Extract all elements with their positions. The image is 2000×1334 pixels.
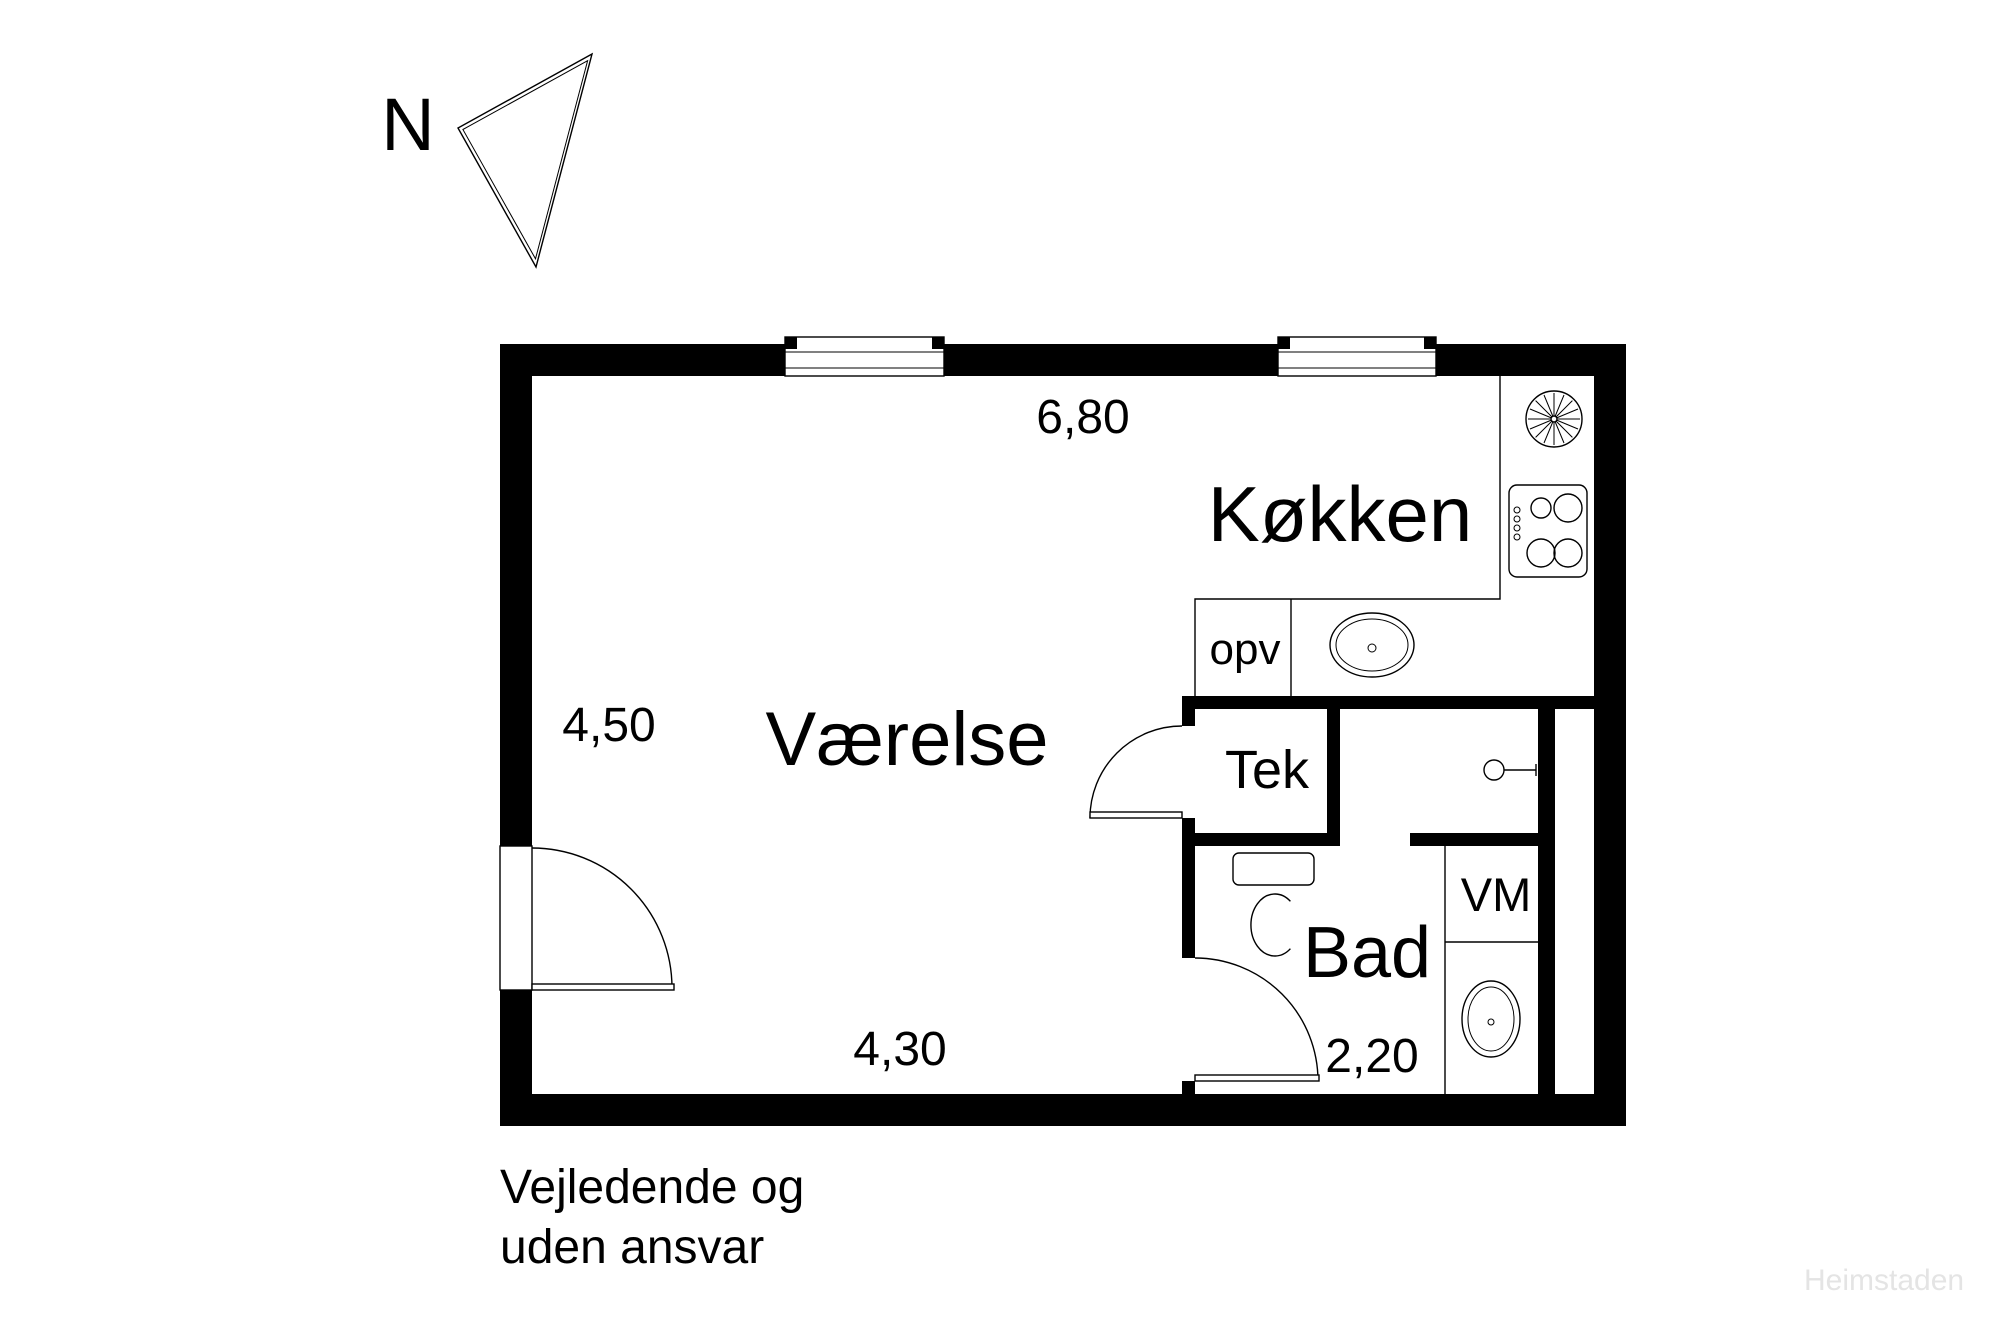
dimension-bad: 2,20 bbox=[1325, 1030, 1418, 1083]
wall-tek-bottom bbox=[1182, 833, 1340, 846]
wall-bad-left bbox=[1182, 818, 1195, 958]
room-label-tek: Tek bbox=[1225, 740, 1310, 800]
disclaimer-line-2: uden ansvar bbox=[500, 1221, 764, 1274]
toilet-icon bbox=[1232, 852, 1315, 957]
wall-right bbox=[1594, 344, 1626, 1126]
bad-door bbox=[1194, 957, 1320, 1082]
wall-bottom bbox=[500, 1094, 1626, 1126]
vm-area bbox=[1444, 846, 1538, 1094]
label-vm: VM bbox=[1461, 868, 1532, 921]
window-left bbox=[784, 336, 945, 377]
label-opv: opv bbox=[1210, 625, 1281, 674]
wall-top-middle bbox=[944, 344, 1278, 376]
hood-fan-icon bbox=[1525, 390, 1583, 448]
window-right bbox=[1277, 336, 1437, 377]
wall-top-left bbox=[500, 344, 785, 376]
room-label-kokken: Køkken bbox=[1208, 470, 1472, 558]
wall-bath-block-top bbox=[1182, 696, 1594, 709]
kitchen-counter bbox=[1194, 376, 1501, 696]
room-label-vaerelse: Værelse bbox=[766, 697, 1049, 782]
dimension-left: 4,50 bbox=[562, 699, 655, 752]
interior-walls bbox=[1182, 696, 1594, 1094]
wall-shaft bbox=[1538, 709, 1555, 1094]
bath-basin-icon bbox=[1483, 759, 1537, 781]
entrance-door bbox=[499, 845, 675, 991]
wall-tek-left-upper bbox=[1182, 696, 1195, 726]
outer-walls bbox=[500, 344, 1626, 1126]
tek-door bbox=[1089, 725, 1183, 819]
watermark: Heimstaden bbox=[1804, 1264, 1964, 1297]
north-label: N bbox=[381, 83, 434, 166]
room-label-bad: Bad bbox=[1303, 913, 1431, 993]
stove-icon bbox=[1508, 484, 1588, 578]
kitchen-sink-icon bbox=[1329, 612, 1415, 678]
wall-vm-top bbox=[1410, 833, 1555, 846]
disclaimer-line-1: Vejledende og bbox=[500, 1161, 804, 1214]
wall-tek-right bbox=[1327, 709, 1340, 846]
north-arrow-icon bbox=[457, 52, 594, 269]
wall-left-upper bbox=[500, 344, 532, 846]
bath-sink-icon bbox=[1461, 980, 1521, 1058]
dimension-bottom: 4,30 bbox=[853, 1023, 946, 1076]
wall-bad-door-tab bbox=[1182, 1081, 1195, 1094]
dimension-top: 6,80 bbox=[1036, 391, 1129, 444]
